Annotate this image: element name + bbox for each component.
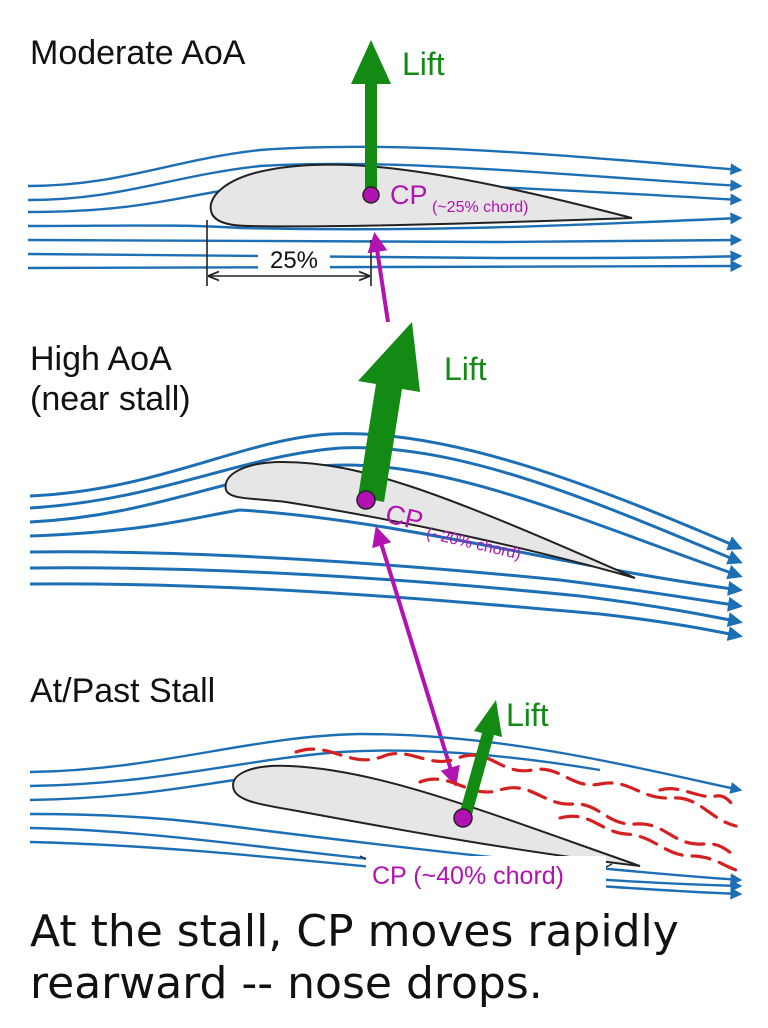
caption: At the stall, CP moves rapidly rearward … [30,906,750,1010]
lift-arrow-stall [459,700,502,818]
airfoil-stall [232,764,641,867]
panel-high-title-line1: High AoA [30,340,172,378]
panel-past-stall: At/Past Stall Lift CP (~40% chord) [29,672,743,900]
dimension-label-moderate: 25% [270,247,318,274]
cp-label-stall: CP (~40% chord) [372,862,564,890]
panel-stall-title: At/Past Stall [30,672,215,710]
lift-label-moderate: Lift [402,46,445,82]
lift-label-stall: Lift [506,697,549,733]
cp-point-stall [453,808,473,828]
airfoil-moderate [209,163,633,228]
cp-point-moderate [362,186,380,204]
cp-note-moderate: (~25% chord) [432,199,529,216]
panel-moderate-aoa: Moderate AoA Lift CP (~25% chord) 25% [27,34,743,286]
cp-point-high [356,490,376,510]
caption-line2: rearward -- nose drops. [30,958,543,1009]
airfoil-high [224,460,636,579]
cp-label-moderate: CP [390,180,428,210]
panel-high-title-line2: (near stall) [30,380,191,418]
cp-shift-arrow-upper [367,232,390,323]
caption-line1: At the stall, CP moves rapidly [30,906,679,957]
panel-high-aoa: High AoA (near stall) Lift CP (~20% chor… [29,322,743,642]
turbulent-wake [294,747,738,872]
lift-arrow-high [358,322,420,502]
cp-shift-arrow-lower [372,526,460,787]
lift-arrow-moderate [351,40,391,193]
lift-label-high: Lift [444,351,487,387]
panel-moderate-title: Moderate AoA [30,34,246,72]
